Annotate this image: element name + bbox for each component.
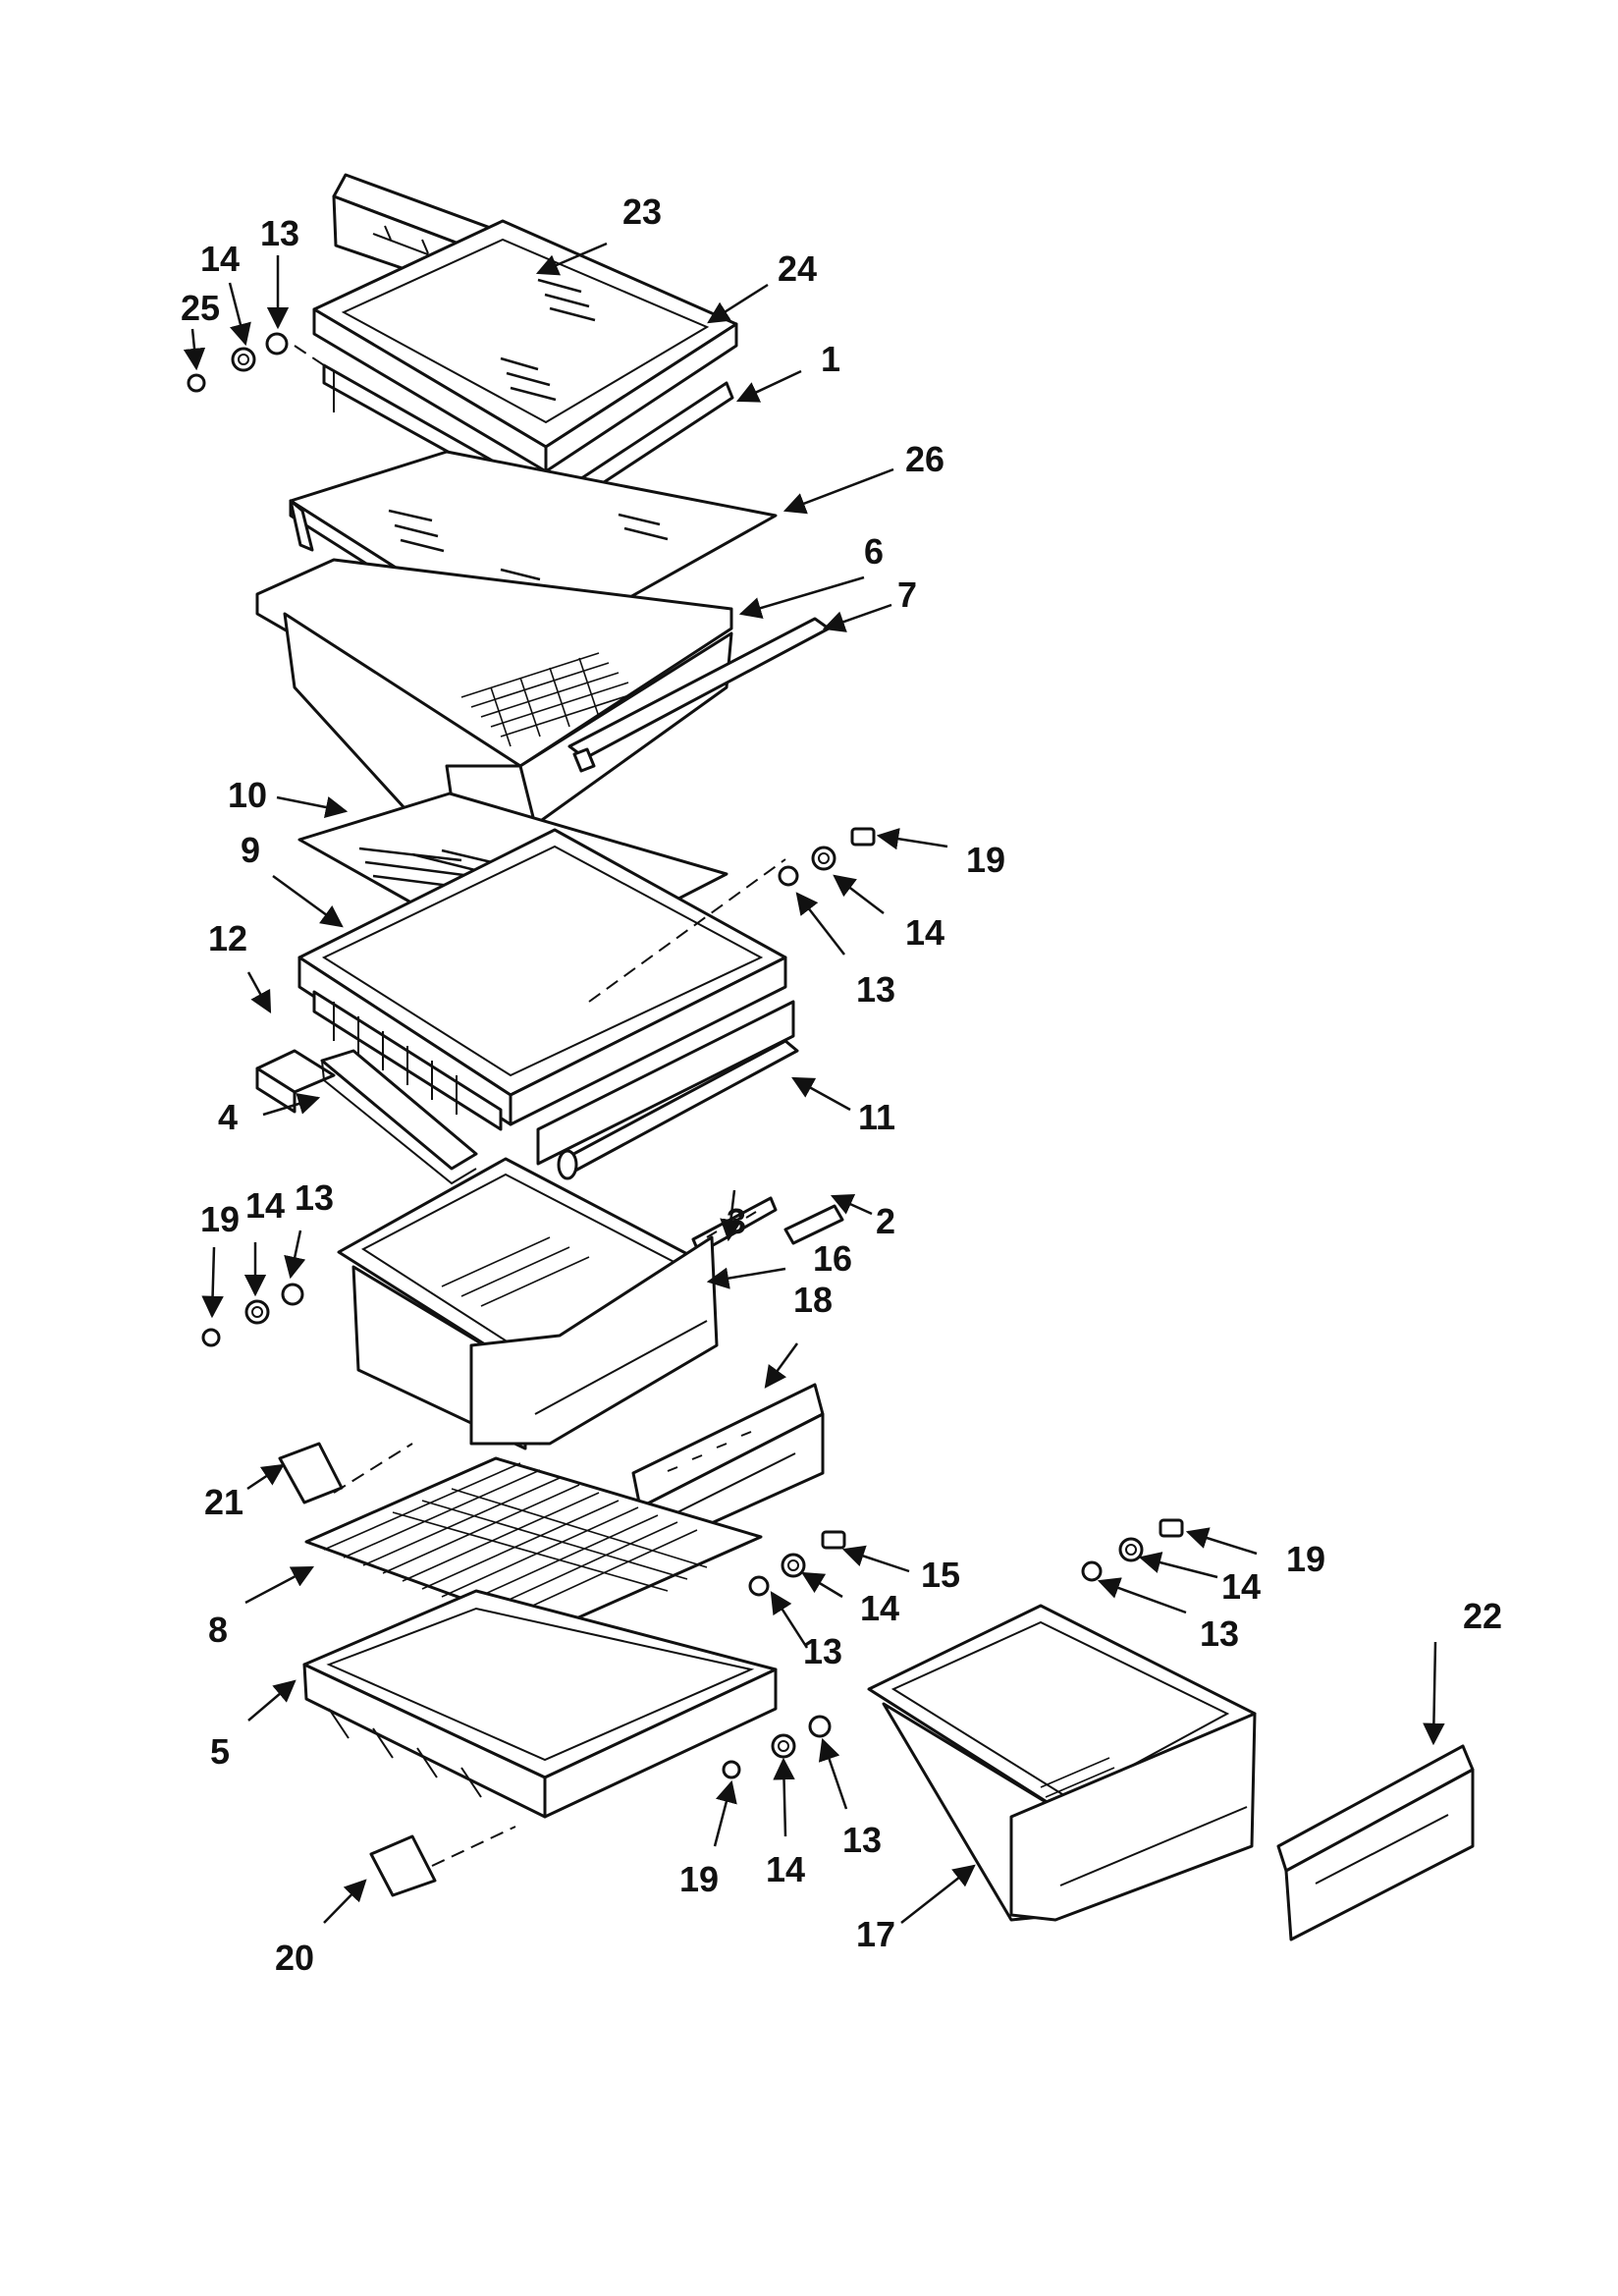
callout-19: 19 [966, 840, 1005, 880]
fastener-group-right [1081, 1518, 1184, 1582]
callout-19: 19 [200, 1199, 240, 1239]
callout-3: 3 [727, 1201, 746, 1241]
callout-9: 9 [241, 830, 260, 870]
callout-labels: 23 24 14 13 25 1 26 6 7 10 9 19 14 13 12… [181, 191, 1502, 1978]
callout-14: 14 [1221, 1566, 1261, 1607]
callout-17: 17 [856, 1914, 895, 1954]
fasteners [187, 332, 1184, 1779]
fastener-group-mid-right [778, 827, 876, 887]
fastener-group-top-left [187, 332, 289, 393]
callout-20: 20 [275, 1938, 314, 1978]
callout-22: 22 [1463, 1596, 1502, 1636]
fastener-group-bottom [722, 1715, 832, 1779]
callout-7: 7 [897, 574, 917, 615]
callout-13: 13 [295, 1177, 334, 1218]
callout-14: 14 [245, 1185, 285, 1226]
part-2-clip [783, 1204, 844, 1245]
callout-14: 14 [766, 1849, 805, 1889]
callout-14: 14 [860, 1588, 899, 1628]
leader-arrows [183, 242, 1445, 1924]
callout-10: 10 [228, 775, 267, 815]
callout-15: 15 [921, 1555, 960, 1595]
callout-25: 25 [181, 288, 220, 328]
part-4-rail [320, 1049, 478, 1185]
callout-13: 13 [856, 969, 895, 1010]
part-17-bottom-drawer [867, 1604, 1257, 1922]
callout-14: 14 [200, 239, 240, 279]
callout-13: 13 [1200, 1613, 1239, 1654]
callout-2: 2 [876, 1201, 895, 1241]
part-16-deli-drawer [337, 1157, 719, 1450]
callout-4: 4 [218, 1097, 238, 1137]
callout-19: 19 [1286, 1539, 1325, 1579]
callout-21: 21 [204, 1482, 243, 1522]
callout-16: 16 [813, 1238, 852, 1279]
fastener-group-drawer-left [201, 1283, 304, 1347]
callout-1: 1 [821, 339, 840, 379]
callout-11: 11 [858, 1097, 895, 1137]
callout-12: 12 [208, 918, 247, 958]
part-11-rail [557, 1039, 799, 1180]
part-5-lower-frame [302, 1589, 778, 1819]
part-21-clip [278, 1442, 413, 1504]
part-12-bracket [255, 1049, 336, 1114]
callout-23: 23 [622, 191, 662, 232]
part-9-crisper-frame [297, 828, 795, 1166]
callout-14: 14 [905, 912, 944, 953]
callout-13: 13 [260, 213, 299, 253]
callout-5: 5 [210, 1731, 230, 1772]
callout-13: 13 [803, 1631, 842, 1671]
callout-26: 26 [905, 439, 944, 479]
callout-18: 18 [793, 1280, 833, 1320]
callout-8: 8 [208, 1610, 228, 1650]
part-20-clip [369, 1826, 516, 1897]
callout-6: 6 [864, 531, 884, 572]
callout-24: 24 [778, 248, 817, 289]
fastener-group-shelf-right [748, 1530, 846, 1597]
callout-19: 19 [679, 1859, 719, 1899]
callout-13: 13 [842, 1820, 882, 1860]
part-22-drawer-front [1276, 1744, 1475, 1941]
